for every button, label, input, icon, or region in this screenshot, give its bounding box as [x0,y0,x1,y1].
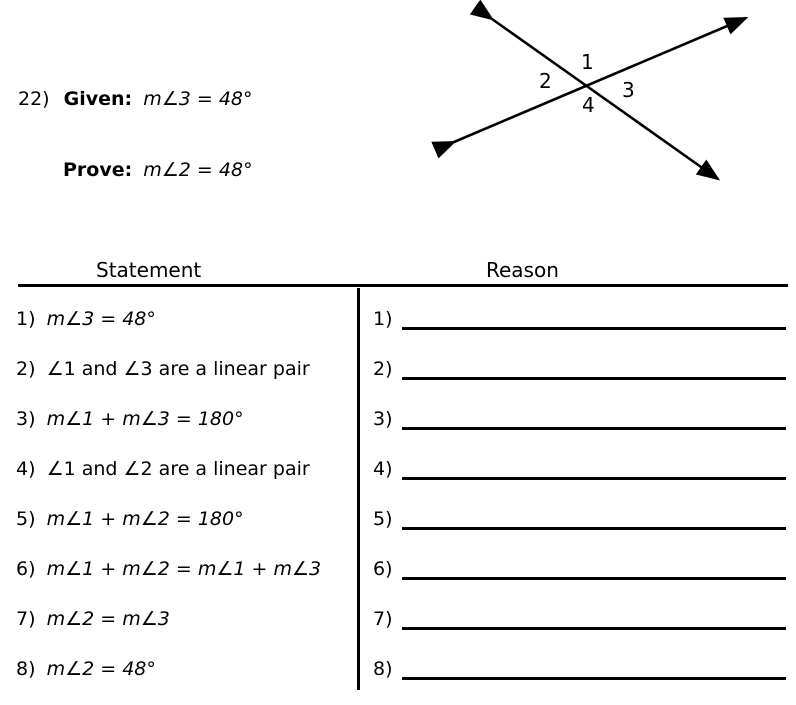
reason-number: 3) [373,408,393,430]
reason-blank-input[interactable] [401,555,786,580]
reason-row: 4) [373,455,788,505]
diagram-svg [431,0,749,181]
statement-text: ∠1 and ∠2 are a linear pair [46,458,310,480]
reason-blank-input[interactable] [401,355,786,380]
angle-label-2: 2 [539,69,552,93]
statement-column: 1) m∠3 = 48° 2) ∠1 and ∠3 are a linear p… [16,305,354,705]
reason-row: 2) [373,355,788,405]
reason-blank-input[interactable] [401,305,786,330]
statement-text: m∠2 = m∠3 [46,608,170,630]
line-upper-left-to-lower-right [469,0,721,181]
reason-row: 7) [373,605,788,655]
prove-expression: m∠2 = 48° [143,159,253,181]
statement-row: 6) m∠1 + m∠2 = m∠1 + m∠3 [16,555,354,605]
statement-row: 8) m∠2 = 48° [16,655,354,705]
reason-number: 6) [373,558,393,580]
reason-row: 5) [373,505,788,555]
statement-number: 8) [16,658,36,680]
angle-label-4: 4 [582,93,595,117]
prove-line: Prove: m∠2 = 48° [63,157,253,183]
statement-text: m∠2 = 48° [46,658,156,680]
reason-blank-input[interactable] [401,605,786,630]
angle-label-3: 3 [622,78,635,102]
reason-blank-input[interactable] [401,405,786,430]
reason-blank-input[interactable] [401,655,786,680]
reason-row: 6) [373,555,788,605]
statement-number: 4) [16,458,36,480]
statement-row: 4) ∠1 and ∠2 are a linear pair [16,455,354,505]
given-line: 22) Given: m∠3 = 48° [18,86,253,112]
reason-row: 8) [373,655,788,705]
line-lower-left-to-upper-right [431,16,749,159]
reason-number: 5) [373,508,393,530]
statement-number: 7) [16,608,36,630]
statement-row: 1) m∠3 = 48° [16,305,354,355]
statement-row: 5) m∠1 + m∠2 = 180° [16,505,354,555]
statement-row: 7) m∠2 = m∠3 [16,605,354,655]
reason-column: 1) 2) 3) 4) 5) 6) 7) 8) [373,305,788,705]
intersecting-lines-diagram: 1 2 3 4 [430,0,770,195]
header-divider-rule [18,284,788,287]
statement-text: m∠3 = 48° [46,308,156,330]
problem-number: 22) [18,88,50,110]
reason-number: 1) [373,308,393,330]
statement-number: 1) [16,308,36,330]
statement-text: ∠1 and ∠3 are a linear pair [46,358,310,380]
prove-label: Prove: [63,159,133,181]
statement-number: 3) [16,408,36,430]
column-divider-rule [357,288,360,690]
statement-text: m∠1 + m∠3 = 180° [46,408,244,430]
statement-column-header: Statement [96,258,202,282]
reason-row: 1) [373,305,788,355]
reason-number: 4) [373,458,393,480]
statement-number: 6) [16,558,36,580]
statement-number: 2) [16,358,36,380]
statement-text: m∠1 + m∠2 = 180° [46,508,244,530]
reason-number: 8) [373,658,393,680]
reason-row: 3) [373,405,788,455]
table-header-row: Statement Reason [18,258,788,286]
reason-number: 7) [373,608,393,630]
reason-column-header: Reason [486,258,559,282]
statement-text: m∠1 + m∠2 = m∠1 + m∠3 [46,558,322,580]
statement-row: 2) ∠1 and ∠3 are a linear pair [16,355,354,405]
given-expression: m∠3 = 48° [143,88,253,110]
reason-number: 2) [373,358,393,380]
angle-label-1: 1 [581,50,594,74]
statement-number: 5) [16,508,36,530]
reason-blank-input[interactable] [401,455,786,480]
given-label: Given: [63,88,133,110]
statement-row: 3) m∠1 + m∠3 = 180° [16,405,354,455]
reason-blank-input[interactable] [401,505,786,530]
